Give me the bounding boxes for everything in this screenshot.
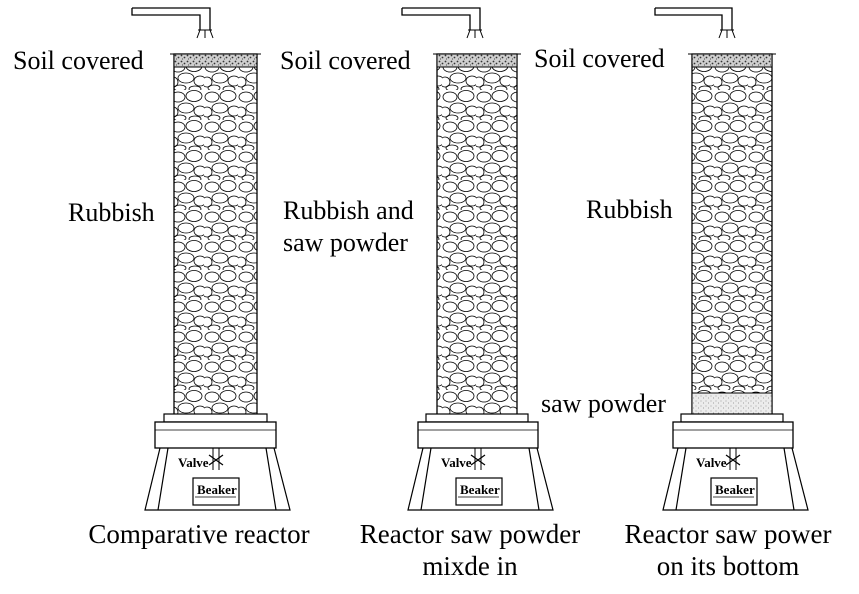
caption-line: mixde in (422, 551, 518, 581)
sprinkler-icon (196, 29, 214, 39)
reactor-caption: Comparative reactor (54, 518, 344, 550)
inlet-pipe-icon (654, 7, 733, 30)
reactor-2 (401, 7, 554, 511)
stand (662, 447, 809, 511)
column-body (173, 53, 258, 419)
valve-icon (470, 454, 486, 466)
reactor-3 (654, 7, 809, 511)
valve-label: Valve (441, 455, 472, 470)
inlet-pipe-icon (401, 7, 481, 30)
valve-label: Valve (178, 455, 209, 470)
valve-label: Valve (696, 455, 727, 470)
soil-covered-label: Soil covered (13, 46, 144, 75)
beaker-box (192, 477, 240, 506)
rubbish-label: Rubbish (586, 195, 673, 224)
beaker-label: Beaker (715, 482, 755, 497)
drain-pipe (729, 448, 737, 470)
beaker-label: Beaker (197, 482, 237, 497)
column-flange (425, 413, 529, 423)
soil-layer (436, 53, 518, 68)
caption-line: Reactor saw powder (359, 519, 581, 549)
base-plate (154, 421, 277, 449)
soil-layer (691, 53, 773, 68)
rubbish-and-saw-powder-label-line-2: saw powder (283, 228, 408, 257)
column-body (691, 53, 773, 419)
saw-powder-label: saw powder (541, 389, 666, 418)
soil-layer (173, 53, 258, 68)
base-plate (672, 421, 794, 449)
valve-icon (208, 454, 224, 466)
reactor-1 (131, 7, 291, 511)
column-body (436, 53, 518, 419)
base-plate (417, 421, 539, 449)
sprinkler-icon (718, 29, 736, 39)
reactor-caption: Reactor saw powder mixde in (330, 518, 610, 582)
column-flange (680, 413, 784, 423)
beaker-box (710, 477, 758, 506)
beaker-label: Beaker (460, 482, 500, 497)
inlet-pipe-icon (131, 7, 211, 30)
sprinkler-icon (466, 29, 484, 39)
column-flange (163, 413, 268, 423)
valve-icon (725, 454, 741, 466)
soil-covered-label: Soil covered (534, 44, 665, 73)
caption-line: on its bottom (656, 551, 800, 581)
caption-line: Reactor saw power (624, 519, 832, 549)
rubbish-label: Rubbish (68, 198, 155, 227)
rubbish-and-saw-powder-label-line-1: Rubbish and (283, 196, 414, 225)
reactor-caption: Reactor saw power on its bottom (599, 518, 857, 582)
stand (407, 447, 554, 511)
beaker-box (455, 477, 503, 506)
stand (144, 447, 291, 511)
soil-covered-label: Soil covered (280, 46, 411, 75)
drain-pipe (474, 448, 482, 470)
drain-pipe (212, 448, 220, 470)
caption-line: Comparative reactor (88, 519, 310, 549)
